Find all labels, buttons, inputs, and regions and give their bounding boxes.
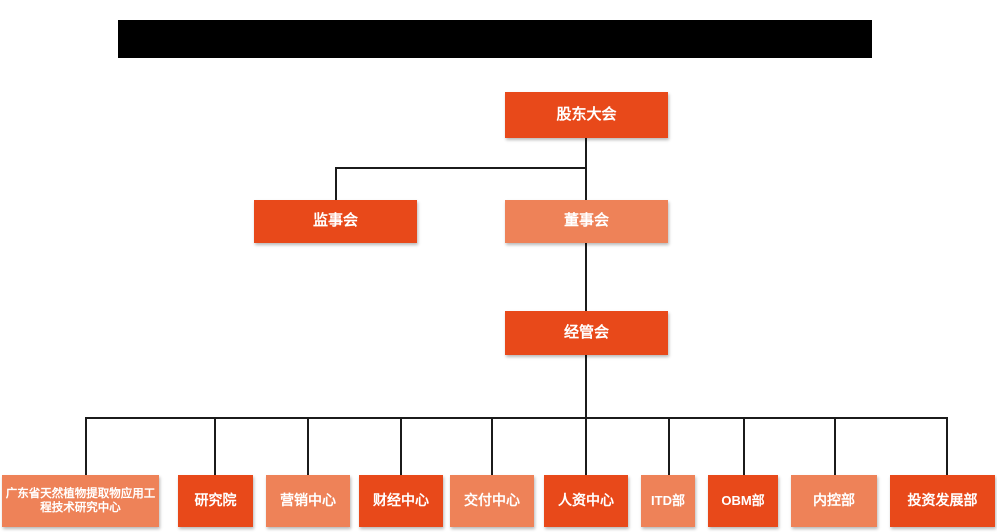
node-board-of-supervisors[interactable]: 监事会 [254,200,417,243]
connector-drop-dept-05 [491,417,493,475]
redacted-title-bar [118,20,872,58]
connector-drop-dept-01 [85,417,87,475]
node-dept-internal-control[interactable]: 内控部 [791,475,877,527]
node-dept-research-institute[interactable]: 研究院 [178,475,253,527]
connector-drop-dept-10 [946,417,948,475]
connector-management-down [585,355,587,418]
connector-drop-dept-07 [668,417,670,475]
connector-drop-dept-09 [834,417,836,475]
connector-directors-management [585,243,587,311]
node-dept-human-resources-center[interactable]: 人资中心 [544,475,628,527]
node-dept-delivery-center[interactable]: 交付中心 [450,475,534,527]
node-shareholders-meeting[interactable]: 股东大会 [505,92,668,138]
connector-drop-dept-03 [307,417,309,475]
connector-drop-dept-08 [743,417,745,475]
node-dept-itd[interactable]: ITD部 [641,475,695,527]
connector-down-directors [585,167,587,200]
node-board-of-directors[interactable]: 董事会 [505,200,668,243]
node-dept-guangdong-research-center[interactable]: 广东省天然植物提取物应用工程技术研究中心 [2,475,159,527]
connector-drop-dept-04 [400,417,402,475]
connector-drop-dept-06 [585,417,587,475]
connector-tier2-bus [335,167,587,169]
node-dept-marketing-center[interactable]: 营销中心 [266,475,350,527]
node-dept-obm[interactable]: OBM部 [708,475,778,527]
connector-down-supervisors [335,167,337,200]
node-dept-investment-development[interactable]: 投资发展部 [890,475,995,527]
connector-drop-dept-02 [214,417,216,475]
connector-department-bus [85,417,946,419]
connector-shareholders-down [585,138,587,178]
node-dept-finance-center[interactable]: 财经中心 [359,475,443,527]
node-management-committee[interactable]: 经管会 [505,311,668,355]
